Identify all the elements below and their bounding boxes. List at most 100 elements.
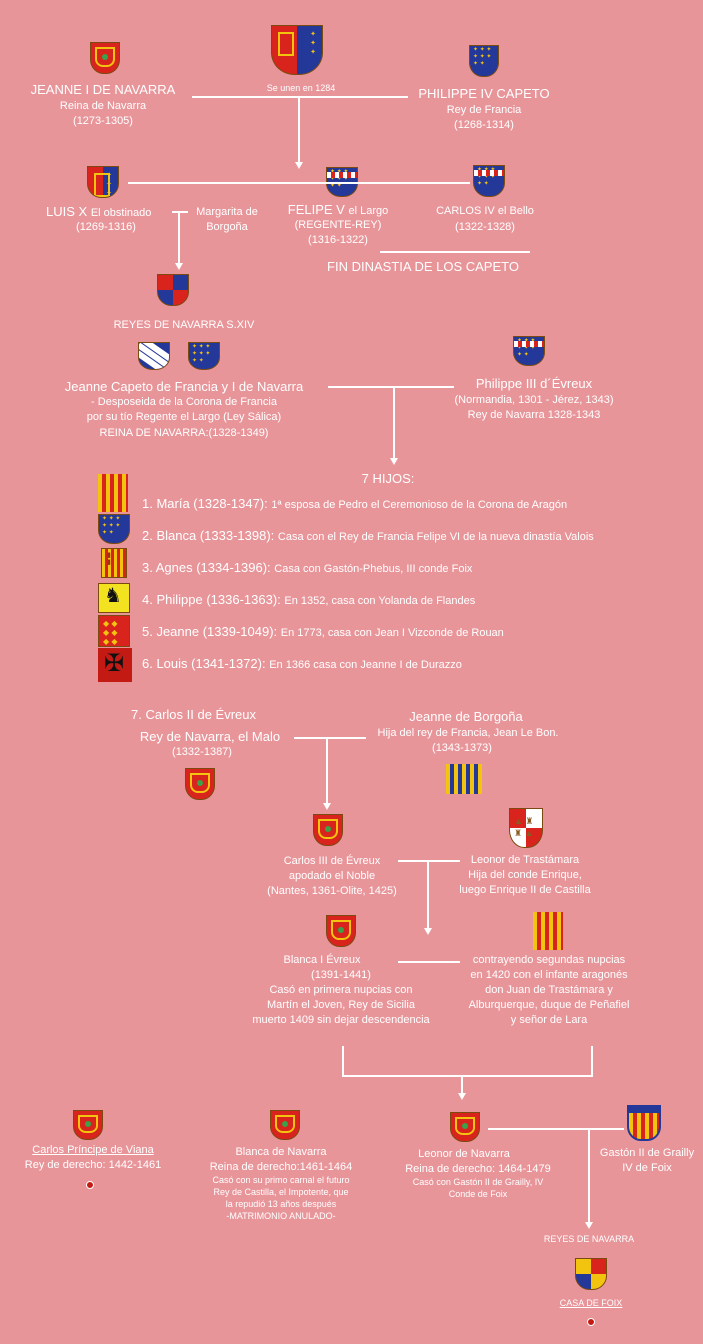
grailly-coat-of-arms bbox=[627, 1105, 661, 1141]
juan-line-4: Alburquerque, duque de Peñafiel bbox=[468, 999, 630, 1011]
child-4: 4. Philippe (1336-1363): En 1352, casa c… bbox=[142, 592, 476, 607]
carlos-ii-name: 7. Carlos II de Évreux bbox=[131, 707, 257, 722]
union-label: Se unen en 1284 bbox=[266, 83, 336, 93]
descent-arrow-2 bbox=[175, 263, 183, 270]
luis-margarita-line bbox=[172, 211, 188, 213]
marriage-line-5 bbox=[398, 860, 460, 862]
philippe-iv-years: (1268-1314) bbox=[454, 119, 514, 131]
luis-x-coat-of-arms bbox=[87, 166, 119, 198]
marriage-line-6 bbox=[398, 961, 460, 963]
blanca-i-name: Blanca I Évreux bbox=[283, 954, 361, 966]
margarita-line-2: Borgoña bbox=[206, 221, 248, 233]
descent-line-4 bbox=[326, 738, 328, 804]
juan-line-2: en 1420 con el infante aragonés bbox=[470, 969, 628, 981]
end-dynasty-line bbox=[380, 251, 530, 253]
rouan-coat-of-arms bbox=[98, 615, 130, 647]
carlos-iii-name: Carlos III de Évreux bbox=[283, 855, 381, 867]
leonor-navarra-line-4: Conde de Foix bbox=[448, 1189, 508, 1199]
descent-line-2 bbox=[178, 212, 180, 264]
bracket-left bbox=[342, 1046, 344, 1077]
jeanne-i-name: JEANNE I DE NAVARRA bbox=[30, 82, 176, 97]
margarita-line-1: Margarita de bbox=[196, 206, 258, 218]
carlos-iii-line-3: (Nantes, 1361-Olite, 1425) bbox=[267, 885, 397, 897]
descent-arrow-7 bbox=[585, 1222, 593, 1229]
evreux-coat-of-arms bbox=[513, 336, 545, 366]
leonor-trastamara-name: Leonor de Trastámara bbox=[470, 854, 580, 866]
descent-arrow-1 bbox=[295, 162, 303, 169]
descent-arrow-6 bbox=[458, 1093, 466, 1100]
children-header: 7 HIJOS: bbox=[361, 471, 415, 486]
philippe-iv-title: Rey de Francia bbox=[446, 104, 522, 116]
carlos-ii-title: Rey de Navarra, el Malo bbox=[139, 729, 281, 744]
blanca-navarra-line-6: -MATRIMONIO ANULADO- bbox=[226, 1211, 336, 1221]
felipe-v-regent: (REGENTE-REY) bbox=[294, 219, 382, 231]
carlos-viana-link[interactable]: Carlos Príncipe de Viana bbox=[32, 1144, 154, 1156]
blanca-i-years: (1391-1441) bbox=[311, 969, 371, 981]
valois-coat-of-arms bbox=[98, 514, 130, 544]
foix-coat-of-arms bbox=[101, 548, 127, 578]
jeanne-france-coat-of-arms bbox=[188, 342, 220, 370]
leonor-navarra-line-3: Casó con Gastón II de Grailly, IV bbox=[412, 1177, 544, 1187]
blanca-navarra-line-5: la repudió 13 años después bbox=[225, 1199, 337, 1209]
jeanne-capeto-line-3: por su tío Regente el Largo (Ley Sálica) bbox=[86, 411, 282, 423]
gaston-line-1: Gastón II de Grailly bbox=[599, 1147, 695, 1159]
jeanne-borgona-name: Jeanne de Borgoña bbox=[409, 709, 523, 724]
navarra-coat-of-arms bbox=[90, 42, 120, 74]
borgona-coat-of-arms bbox=[446, 764, 482, 794]
blanca-navarra-name: Blanca de Navarra bbox=[235, 1146, 327, 1158]
carlos-ii-years: (1332-1387) bbox=[172, 746, 232, 758]
philippe-iii-line-2: (Normandia, 1301 - Jérez, 1343) bbox=[454, 394, 614, 406]
jeanne-capeto-line-2: - Desposeida de la Corona de Francia bbox=[91, 396, 277, 408]
blanca-i-coat-of-arms bbox=[326, 915, 356, 947]
marriage-line-3 bbox=[328, 386, 454, 388]
descent-line-5 bbox=[427, 861, 429, 929]
reyes-navarra-label: REYES DE NAVARRA bbox=[543, 1234, 635, 1244]
end-dynasty-label: FIN DINASTIA DE LOS CAPETO bbox=[327, 259, 519, 274]
siblings-line bbox=[128, 182, 470, 184]
descent-line-1 bbox=[298, 97, 300, 163]
blanca-navarra-coat-of-arms bbox=[270, 1110, 300, 1140]
carlos-viana-coat-of-arms bbox=[73, 1110, 103, 1140]
casa-foix-link[interactable]: CASA DE FOIX bbox=[559, 1298, 623, 1308]
carlos-viana-bullet[interactable] bbox=[86, 1181, 94, 1189]
descent-line-3 bbox=[393, 387, 395, 459]
carlos-ii-coat-of-arms bbox=[185, 768, 215, 800]
blanca-i-line-3: Casó en primera nupcias con bbox=[269, 984, 413, 996]
child-3: 3. Agnes (1334-1396): Casa con Gastón-Ph… bbox=[142, 560, 473, 575]
reyes-navarra-coat-of-arms bbox=[157, 274, 189, 306]
champagne-coat-of-arms bbox=[138, 342, 170, 370]
carlos-iv-coat-of-arms bbox=[473, 165, 505, 197]
jeanne-i-title: Reina de Navarra bbox=[59, 100, 147, 112]
jeanne-capeto-name: Jeanne Capeto de Francia y I de Navarra bbox=[64, 379, 304, 394]
blanca-i-line-4: Martín el Joven, Rey de Sicilia bbox=[267, 999, 415, 1011]
carlos-iv-name: CARLOS IV el Bello bbox=[436, 205, 534, 217]
jeanne-capeto-line-4: REINA DE NAVARRA:(1328-1349) bbox=[99, 427, 269, 439]
jeanne-borgona-years: (1343-1373) bbox=[432, 742, 492, 754]
juan-line-1: contrayendo segundas nupcias bbox=[472, 954, 626, 966]
leonor-trastamara-line-2: Hija del conde Enrique, bbox=[468, 869, 582, 881]
flanders-coat-of-arms bbox=[98, 583, 130, 613]
leonor-navarra-name: Leonor de Navarra bbox=[418, 1148, 510, 1160]
durazzo-coat-of-arms bbox=[98, 648, 132, 682]
aragon-coat-of-arms bbox=[98, 474, 128, 512]
leonor-trastamara-line-3: luego Enrique II de Castilla bbox=[459, 884, 591, 896]
leonor-navarra-coat-of-arms bbox=[450, 1112, 480, 1142]
gaston-line-2: IV de Foix bbox=[622, 1162, 672, 1174]
casa-foix-bullet[interactable] bbox=[587, 1318, 595, 1326]
marriage-line-1 bbox=[192, 96, 408, 98]
descent-arrow-3 bbox=[390, 458, 398, 465]
navarra-france-coat-of-arms bbox=[271, 25, 323, 75]
blanca-navarra-line-4: Rey de Castilla, el Impotente, que bbox=[213, 1187, 349, 1197]
carlos-iv-years: (1322-1328) bbox=[455, 221, 515, 233]
jeanne-i-years: (1273-1305) bbox=[73, 115, 133, 127]
juan-line-3: don Juan de Trastámara y bbox=[485, 984, 613, 996]
marriage-line-4 bbox=[294, 737, 366, 739]
carlos-viana-line-2: Rey de derecho: 1442-1461 bbox=[24, 1159, 162, 1171]
luis-x-name: LUIS X El obstinado bbox=[46, 204, 152, 219]
reyes-navarra-s14-label: REYES DE NAVARRA S.XIV bbox=[113, 319, 255, 331]
descent-arrow-4 bbox=[323, 803, 331, 810]
carlos-iii-coat-of-arms bbox=[313, 814, 343, 846]
philippe-iii-line-3: Rey de Navarra 1328-1343 bbox=[467, 409, 601, 421]
descent-line-7 bbox=[588, 1129, 590, 1223]
felipe-v-name: FELIPE V el Largo bbox=[287, 202, 389, 217]
